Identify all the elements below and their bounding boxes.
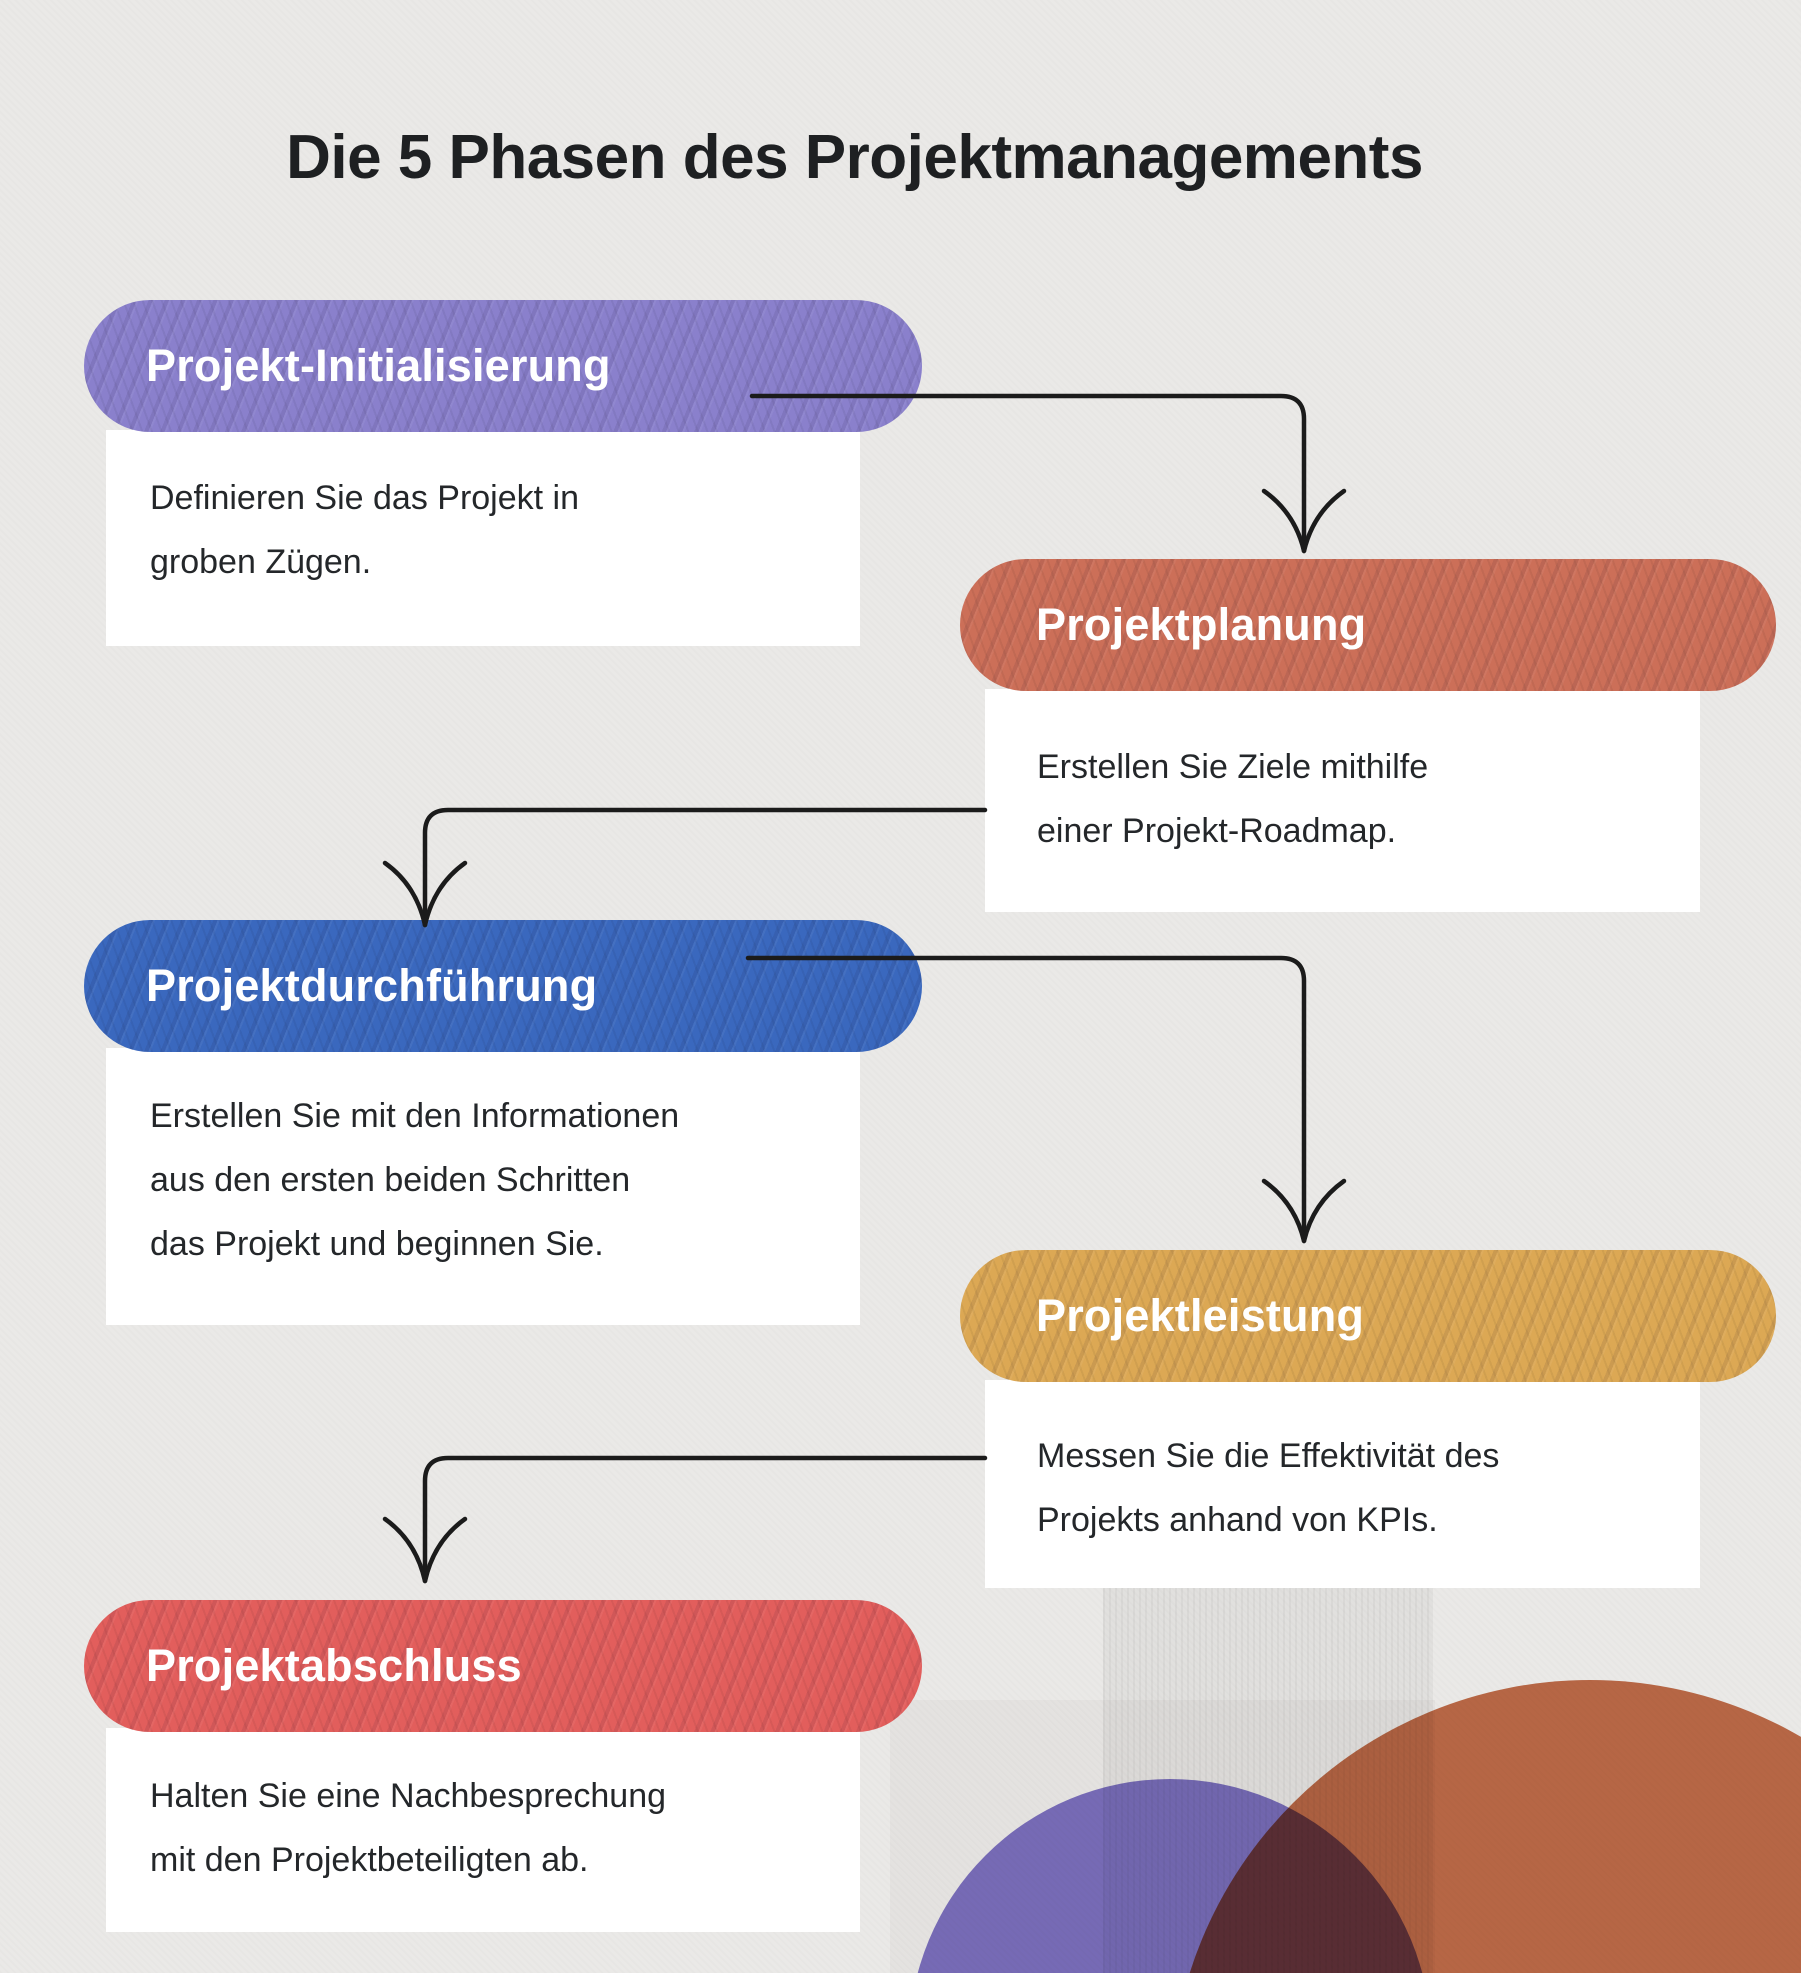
phase-1-label: Projekt-Initialisierung — [146, 340, 611, 391]
arrowhead-down-icon — [1261, 1178, 1307, 1244]
arrowhead-down-icon — [1261, 488, 1307, 554]
connector-phase4-to-phase5 — [382, 1455, 988, 1584]
phase-1-header: Projekt-Initialisierung — [84, 300, 922, 432]
arrowhead-down-icon — [382, 860, 428, 928]
phase-5-header: Projektabschluss — [84, 1600, 922, 1732]
connector-phase2-to-phase3 — [382, 807, 988, 928]
arrowhead-down-icon — [382, 1516, 428, 1584]
phase-1-description: Definieren Sie das Projekt in groben Züg… — [106, 430, 860, 646]
phase-2-description: Erstellen Sie Ziele mithilfe einer Proje… — [985, 689, 1700, 912]
phase-3-label: Projektdurchführung — [146, 960, 598, 1011]
page-title: Die 5 Phasen des Projektmanagements — [286, 122, 1423, 192]
phase-4-header: Projektleistung — [960, 1250, 1776, 1382]
phase-5-description: Halten Sie eine Nachbesprechung mit den … — [106, 1728, 860, 1932]
phase-4-label: Projektleistung — [1036, 1290, 1365, 1341]
phase-3-description: Erstellen Sie mit den Informationen aus … — [106, 1048, 860, 1325]
phase-2-header: Projektplanung — [960, 559, 1776, 691]
phase-4-description: Messen Sie die Effektivität des Projekts… — [985, 1380, 1700, 1588]
phase-3-header: Projektdurchführung — [84, 920, 922, 1052]
phase-5-label: Projektabschluss — [146, 1640, 522, 1691]
phase-2-label: Projektplanung — [1036, 599, 1367, 650]
